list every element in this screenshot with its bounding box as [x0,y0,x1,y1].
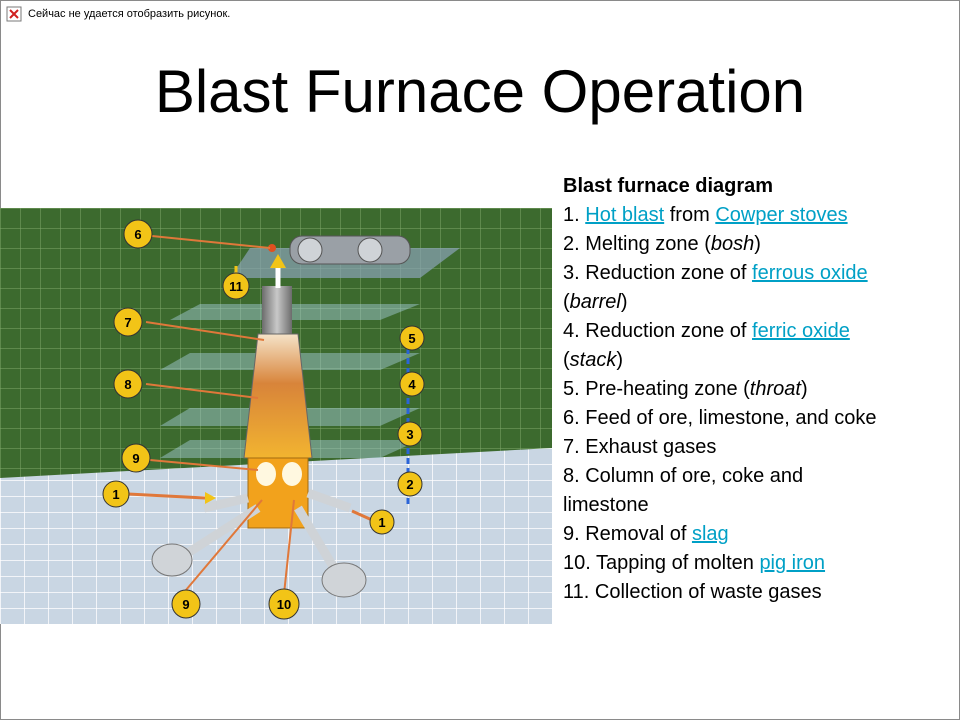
svg-text:4: 4 [408,377,416,392]
svg-text:3: 3 [406,427,413,442]
marker-8: 8 [113,369,143,399]
legend-item-9-text: 9. Removal of [563,523,692,545]
legend-item-10-text: 10. Tapping of molten [563,552,760,574]
marker-3: 3 [397,421,423,447]
svg-text:1: 1 [112,487,119,502]
legend-item-10: 10. Tapping of molten pig iron [563,549,893,578]
link-pig-iron[interactable]: pig iron [759,552,826,574]
legend-item-7: 7. Exhaust gases [563,436,717,458]
marker-7: 7 [113,307,143,337]
svg-text:9: 9 [182,597,189,612]
marker-11: 11 [222,272,250,300]
svg-text:9: 9 [132,451,139,466]
legend-item-8: 8. Column of ore, coke and limestone [563,465,804,516]
blast-furnace-diagram: 6 11 7 8 9 1 9 10 [0,208,552,624]
legend-item-4-text: 4. Reduction zone of [563,320,753,342]
marker-6: 6 [123,219,153,249]
slide-title: Blast Furnace Operation [154,58,806,125]
legend-item-4-term: stack [569,349,617,371]
legend-item-3-term: barrel [569,291,621,313]
link-hot-blast[interactable]: Hot blast [585,204,665,226]
legend-item-4-open: ( [563,349,570,371]
svg-text:10: 10 [277,597,291,612]
legend-item-3-text: 3. Reduction zone of [563,262,753,284]
link-ferric-oxide[interactable]: ferric oxide [752,320,850,342]
legend-item-11: 11. Collection of waste gases [563,581,822,603]
svg-text:2: 2 [406,477,413,492]
broken-image-icon [6,6,22,22]
legend-title: Blast furnace diagram [563,175,774,197]
link-ferrous-oxide[interactable]: ferrous oxide [752,262,868,284]
diagram-legend: Blast furnace diagram 1. Hot blast from … [563,172,893,607]
legend-item-2-term: bosh [710,233,755,255]
legend-item-1-text: from [664,204,716,226]
legend-item-3-close: ) [620,291,628,313]
legend-item-2-text: 2. Melting zone ( [563,233,711,255]
svg-text:6: 6 [134,227,141,242]
legend-item-5-close: ) [800,378,808,400]
legend-item-3-open: ( [563,291,570,313]
legend-item-4-close: ) [616,349,624,371]
marker-1-right: 1 [369,509,395,535]
legend-item-5: 5. Pre-heating zone (throat) [563,375,893,404]
broken-image-placeholder: Сейчас не удается отобразить рисунок. [6,3,230,25]
marker-9-lower: 9 [171,589,201,619]
legend-item-9: 9. Removal of slag [563,520,893,549]
legend-item-1: 1. Hot blast from Cowper stoves [563,201,893,230]
svg-text:11: 11 [229,279,243,294]
svg-text:7: 7 [124,315,131,330]
legend-item-2: 2. Melting zone (bosh) [563,230,893,259]
legend-item-1-number: 1. [563,204,586,226]
svg-text:1: 1 [378,515,385,530]
legend-item-6: 6. Feed of ore, limestone, and coke [563,407,877,429]
link-cowper-stoves[interactable]: Cowper stoves [715,204,848,226]
legend-item-2-close: ) [754,233,761,255]
legend-item-3: 3. Reduction zone of ferrous oxide (barr… [563,259,893,317]
svg-text:8: 8 [124,377,131,392]
svg-text:5: 5 [408,331,415,346]
marker-4: 4 [399,371,425,397]
marker-2: 2 [397,471,423,497]
broken-image-message: Сейчас не удается отобразить рисунок. [28,8,231,20]
marker-1-left: 1 [102,480,130,508]
marker-5: 5 [399,325,425,351]
marker-9-upper: 9 [121,443,151,473]
legend-item-5-term: throat [749,378,801,400]
legend-item-4: 4. Reduction zone of ferric oxide (stack… [563,317,893,375]
legend-item-5-text: 5. Pre-heating zone ( [563,378,750,400]
marker-10: 10 [268,588,300,620]
link-slag[interactable]: slag [691,523,729,545]
